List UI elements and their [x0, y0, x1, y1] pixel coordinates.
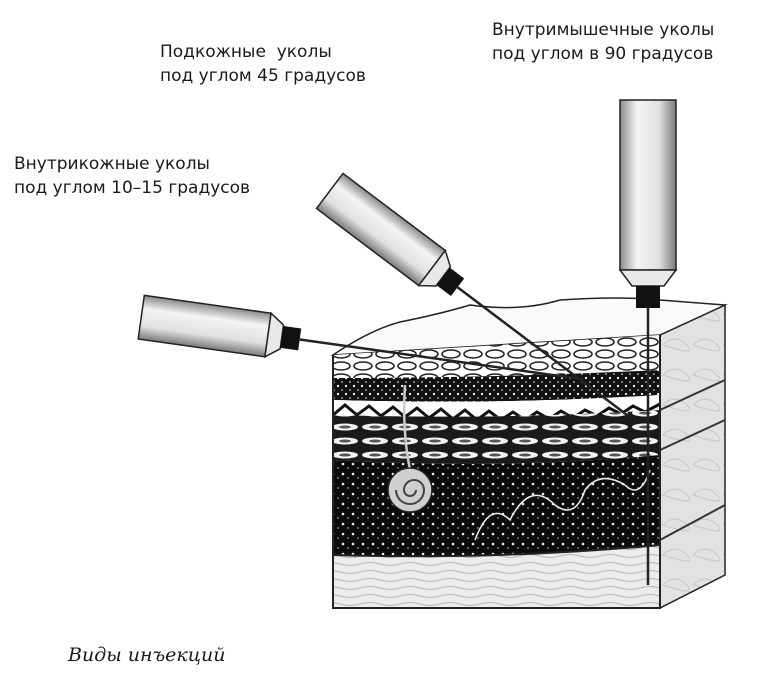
- intradermal-label-line2: под углом 10–15 градусов: [14, 178, 251, 198]
- intramuscular-label-line1: Внутримышечные уколы: [492, 20, 715, 40]
- subcutaneous-label-line2: под углом 45 градусов: [160, 66, 366, 86]
- intradermal-label: Внутрикожные уколы под углом 10–15 граду…: [14, 152, 250, 200]
- skin-block: [330, 297, 728, 610]
- intramuscular-label: Внутримышечные уколы под углом в 90 град…: [492, 18, 714, 66]
- subcutaneous-label-line1: Подкожные уколы: [160, 42, 332, 62]
- intradermal-syringe: [137, 294, 584, 381]
- intramuscular-syringe: [618, 99, 678, 585]
- intradermal-label-line1: Внутрикожные уколы: [14, 154, 210, 174]
- intramuscular-label-line2: под углом в 90 градусов: [492, 44, 714, 64]
- figure-caption: Виды инъекций: [68, 644, 226, 666]
- subcutaneous-label: Подкожные уколы под углом 45 градусов: [160, 40, 366, 88]
- subcutaneous-syringe: [315, 172, 631, 419]
